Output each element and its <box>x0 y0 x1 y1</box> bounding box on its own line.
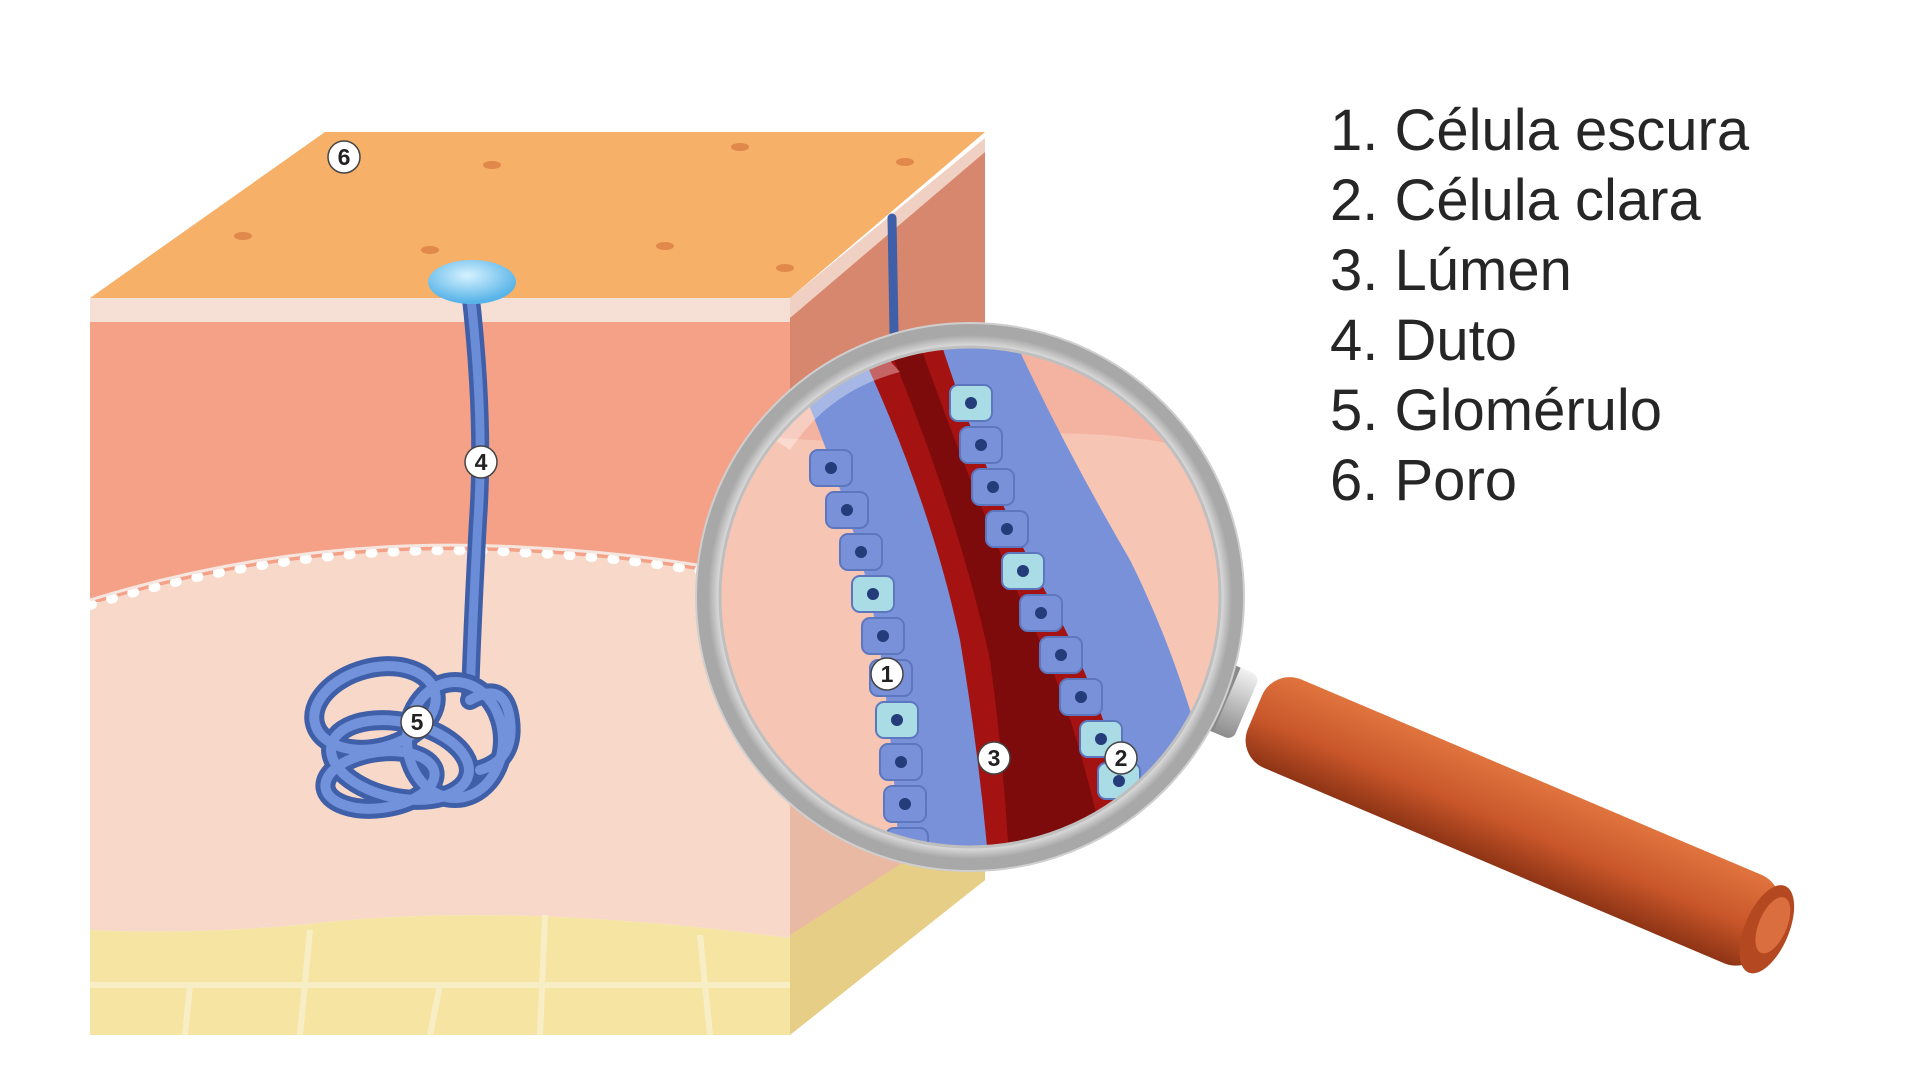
skin-surface <box>90 132 985 298</box>
epidermis-side-edge <box>790 138 985 318</box>
marker-dark-cell-label: 1 <box>881 661 894 687</box>
legend-number: 6. <box>1330 448 1379 513</box>
legend-item-glomerulus: 5. Glomérulo <box>1330 376 1749 446</box>
legend-label: Lúmen <box>1394 238 1572 303</box>
marker-glomerulus: 5 <box>400 705 434 739</box>
marker-pore: 6 <box>327 140 361 174</box>
epidermis-edge <box>90 298 790 322</box>
legend-item-lumen: 3. Lúmen <box>1330 236 1749 306</box>
surface-pores <box>234 143 914 272</box>
legend-item-pore: 6. Poro <box>1330 446 1749 516</box>
legend-number: 4. <box>1330 308 1379 373</box>
legend-number: 2. <box>1330 168 1379 233</box>
marker-glomerulus-label: 5 <box>411 709 424 735</box>
legend-item-dark-cell: 1. Célula escura <box>1330 96 1749 166</box>
lens-rim <box>696 323 1244 871</box>
marker-lumen: 3 <box>977 741 1011 775</box>
lumen-core <box>890 347 1110 847</box>
lens-glare <box>760 350 900 450</box>
legend-label: Célula escura <box>1394 98 1750 163</box>
legend-item-clear-cell: 2. Célula clara <box>1330 166 1749 236</box>
legend-label: Duto <box>1394 308 1518 373</box>
marker-duct-label: 4 <box>475 449 488 475</box>
legend-number: 3. <box>1330 238 1379 303</box>
fat-cells <box>90 914 790 1036</box>
legend-number: 5. <box>1330 378 1379 443</box>
marker-lumen-label: 3 <box>988 745 1001 771</box>
magnifier-handle <box>1245 677 1795 974</box>
magnified-view <box>720 347 1220 847</box>
legend-list: 1. Célula escura 2. Célula clara 3. Lúme… <box>1330 96 1749 516</box>
legend-item-duct: 4. Duto <box>1330 306 1749 376</box>
legend-label: Célula clara <box>1394 168 1701 233</box>
legend-label: Poro <box>1394 448 1518 513</box>
legend-label: Glomérulo <box>1394 378 1663 443</box>
marker-clear-cell-label: 2 <box>1115 745 1128 771</box>
right-cell-wall <box>930 347 1220 847</box>
magnifier <box>695 322 1795 974</box>
marker-duct: 4 <box>464 445 498 479</box>
marker-dark-cell: 1 <box>870 657 904 691</box>
legend-number: 1. <box>1330 98 1379 163</box>
marker-pore-label: 6 <box>338 144 351 170</box>
marker-clear-cell: 2 <box>1104 741 1138 775</box>
fat-layer <box>90 915 790 1035</box>
sweat-drop <box>428 260 516 304</box>
